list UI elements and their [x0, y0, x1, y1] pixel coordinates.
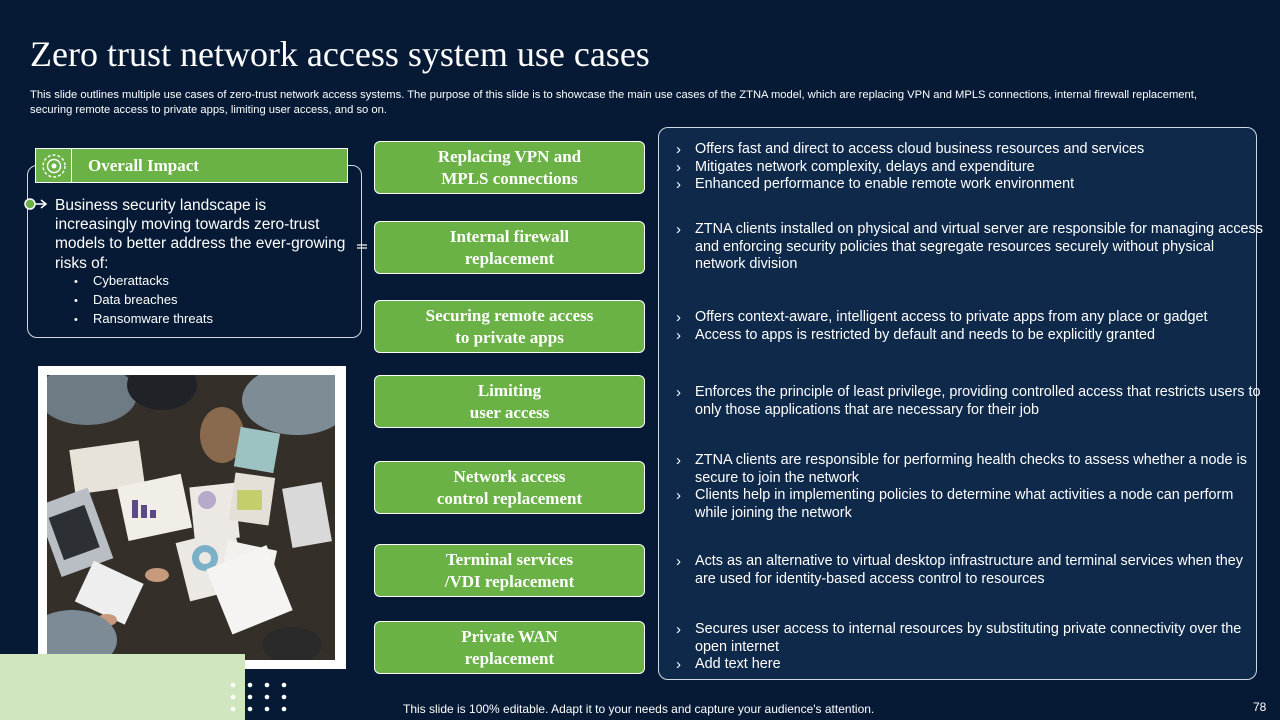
details-terminal-vdi: Acts as an alternative to virtual deskto…: [673, 553, 1263, 588]
overall-impact-header: [35, 148, 348, 183]
slide-subtitle: This slide outlines multiple use cases o…: [30, 89, 1197, 116]
slide-title: Zero trust network access system use cas…: [30, 34, 650, 74]
page-number: 78: [1253, 700, 1267, 714]
use-case-internal-firewall[interactable]: Internal firewall replacement: [374, 221, 645, 274]
detail-item: ZTNA clients are responsible for perform…: [673, 452, 1263, 487]
detail-item: ZTNA clients installed on physical and v…: [673, 221, 1263, 274]
detail-item: Add text here: [673, 656, 1263, 674]
details-limiting-access: Enforces the principle of least privileg…: [673, 384, 1263, 419]
use-case-remote-access[interactable]: Securing remote access to private apps: [374, 300, 645, 353]
detail-item: Enhanced performance to enable remote wo…: [673, 176, 1263, 194]
use-case-private-wan[interactable]: Private WAN replacement: [374, 621, 645, 674]
detail-item: Clients help in implementing policies to…: [673, 487, 1263, 522]
risk-list: Cyberattacks Data breaches Ransomware th…: [74, 272, 213, 330]
detail-item: Mitigates network complexity, delays and…: [673, 159, 1263, 177]
detail-item: Offers context-aware, intelligent access…: [673, 309, 1263, 327]
use-case-terminal-vdi[interactable]: Terminal services /VDI replacement: [374, 544, 645, 597]
detail-item: Offers fast and direct to access cloud b…: [673, 141, 1263, 159]
detail-item: Secures user access to internal resource…: [673, 621, 1263, 656]
details-internal-firewall: ZTNA clients installed on physical and v…: [673, 221, 1263, 274]
decorative-corner: [0, 654, 245, 720]
connector-mark: [357, 244, 367, 249]
details-vpn-mpls: Offers fast and direct to access cloud b…: [673, 141, 1263, 194]
use-case-network-access-control[interactable]: Network access control replacement: [374, 461, 645, 514]
details-remote-access: Offers context-aware, intelligent access…: [673, 309, 1263, 344]
detail-item: Acts as an alternative to virtual deskto…: [673, 553, 1263, 588]
detail-item: Enforces the principle of least privileg…: [673, 384, 1263, 419]
list-item: Cyberattacks: [74, 272, 213, 291]
impact-description: Business security landscape is increasin…: [55, 197, 346, 272]
arrow-marker-icon: [24, 198, 48, 210]
details-network-access-control: ZTNA clients are responsible for perform…: [673, 452, 1263, 522]
list-item: Data breaches: [74, 291, 213, 310]
use-case-vpn-mpls[interactable]: Replacing VPN and MPLS connections: [374, 141, 645, 194]
details-private-wan: Secures user access to internal resource…: [673, 621, 1263, 674]
footer-note: This slide is 100% editable. Adapt it to…: [403, 702, 875, 716]
list-item: Ransomware threats: [74, 310, 213, 329]
detail-item: Access to apps is restricted by default …: [673, 327, 1263, 345]
target-gear-icon: [37, 149, 72, 182]
use-case-limiting-access[interactable]: Limiting user access: [374, 375, 645, 428]
dot-grid-decoration: [230, 682, 287, 712]
overall-impact-title: Overall Impact: [88, 156, 199, 175]
team-meeting-photo: [47, 375, 335, 660]
